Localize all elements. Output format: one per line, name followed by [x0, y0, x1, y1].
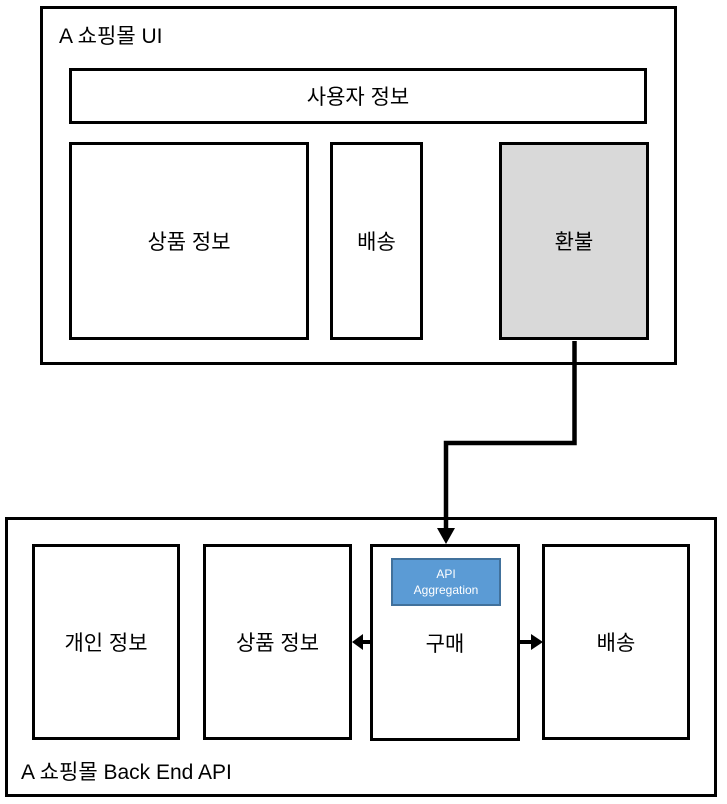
backend-personal-info-box: 개인 정보: [32, 544, 180, 740]
backend-product-info-box: 상품 정보: [203, 544, 352, 740]
backend-purchase-label: 구매: [425, 632, 465, 656]
refund-to-purchase-arrow: [437, 341, 577, 544]
backend-delivery-box: 배송: [542, 544, 690, 740]
ui-delivery-box: 배송: [330, 142, 423, 340]
user-info-label: 사용자 정보: [306, 86, 410, 109]
api-aggregation-line1: API: [436, 566, 456, 581]
shopping-mall-ui-container: A 쇼핑몰 UI 사용자 정보 상품 정보 배송 환불: [40, 6, 677, 365]
ui-product-info-box: 상품 정보: [69, 142, 309, 340]
api-aggregation-line2: Aggregation: [413, 583, 479, 597]
backend-product-info-label: 상품 정보: [235, 632, 320, 655]
api-aggregation-badge: API Aggregation: [391, 558, 501, 606]
backend-api-container: 개인 정보 상품 정보 API Aggregation 구매 배송 A 쇼핑몰 …: [5, 517, 717, 797]
backend-purchase-box: API Aggregation 구매: [370, 544, 520, 741]
backend-personal-info-label: 개인 정보: [64, 632, 148, 655]
backend-delivery-label: 배송: [596, 632, 636, 655]
ui-delivery-label: 배송: [357, 231, 396, 254]
backend-section-title: A 쇼핑몰 Back End API: [21, 761, 232, 784]
user-info-box: 사용자 정보: [69, 68, 647, 124]
ui-refund-box: 환불: [499, 142, 649, 340]
ui-refund-label: 환불: [554, 231, 594, 254]
ui-product-info-label: 상품 정보: [147, 231, 231, 254]
ui-section-title: A 쇼핑몰 UI: [59, 25, 163, 48]
